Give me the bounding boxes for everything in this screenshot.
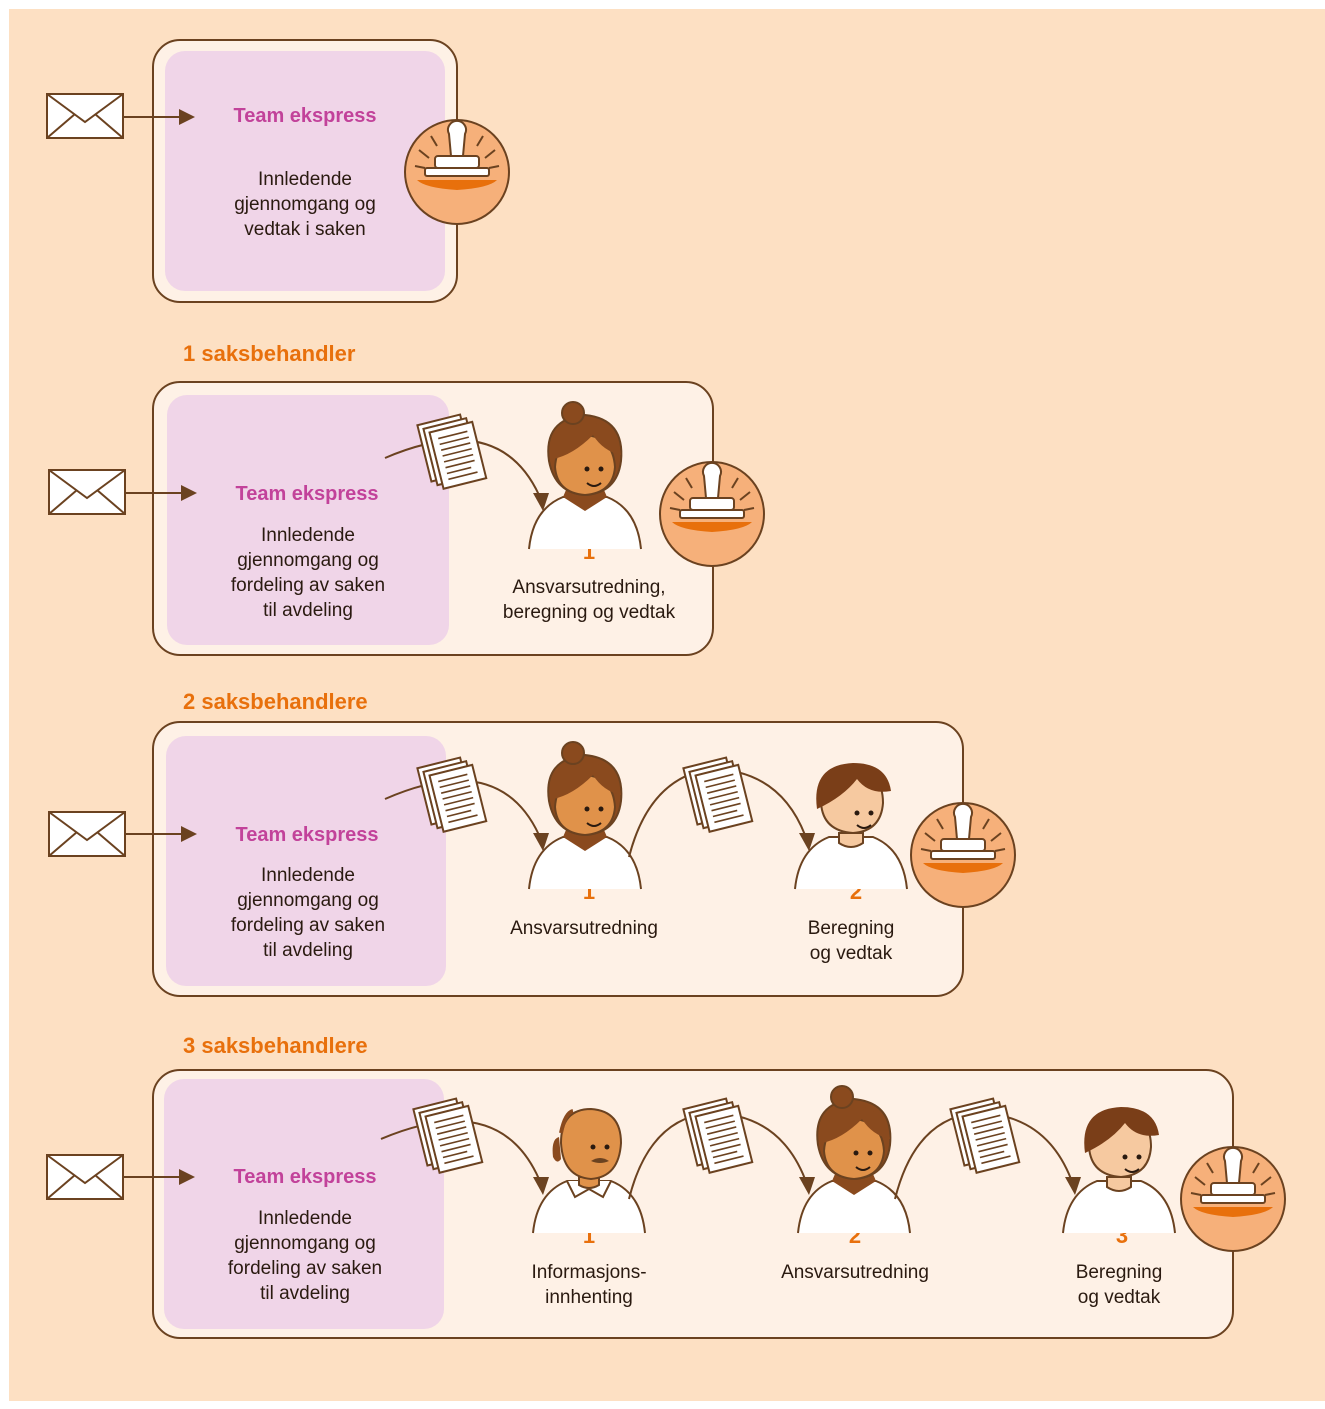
section-2-title: 2 saksbehandlere (183, 689, 368, 714)
section-3-team-box (164, 1079, 444, 1329)
arrowhead-icon (181, 485, 197, 501)
arrowhead-icon (1065, 1177, 1081, 1195)
section-3-step-2-label: Ansvarsutredning (781, 1262, 929, 1283)
person-icon (1062, 1106, 1176, 1234)
section-1-team-title: Team ekspress (235, 483, 379, 505)
person-icon (528, 741, 642, 890)
section-0-team-desc: Innledende gjennomgang og vedtak i saken (234, 169, 376, 240)
documents-icon (682, 1095, 754, 1177)
documents-icon (416, 754, 488, 836)
envelope-icon (46, 93, 124, 139)
envelope-icon (48, 469, 126, 515)
section-1-team-box (167, 395, 449, 645)
documents-icon (416, 411, 488, 493)
section-1-step-1-label: Ansvarsutredning, beregning og vedtak (502, 577, 676, 623)
section-2-team-box (166, 736, 446, 986)
arrowhead-icon (533, 1177, 549, 1195)
curved-arrow-icon (384, 779, 540, 836)
section-0-team-box (165, 51, 445, 291)
section-3-title: 3 saksbehandlere (183, 1033, 368, 1058)
section-3-team-title: Team ekspress (233, 1166, 377, 1188)
documents-icon (412, 1095, 484, 1177)
arrowhead-icon (179, 1169, 195, 1185)
curved-arrow-icon (380, 1120, 540, 1180)
section-2-step-1-label: Ansvarsutredning (510, 918, 658, 939)
section-3-step-1-label: Informasjons- innhenting (531, 1262, 647, 1308)
section-1-team-desc: Innledende gjennomgang og fordeling av s… (230, 525, 386, 621)
person-icon (797, 1085, 911, 1234)
stamp-icon (1180, 1146, 1286, 1252)
section-2-step-2-label: Beregning og vedtak (807, 918, 895, 964)
person-icon (794, 762, 908, 890)
stamp-icon (404, 119, 510, 225)
section-1-title: 1 saksbehandler (183, 341, 356, 366)
section-0-team-title: Team ekspress (233, 105, 377, 127)
person-icon (528, 401, 642, 550)
arrowhead-icon (533, 833, 549, 851)
arrowhead-icon (179, 109, 195, 125)
arrowhead-icon (533, 493, 549, 511)
envelope-icon (48, 811, 126, 857)
section-2-team-title: Team ekspress (235, 824, 379, 846)
section-3-step-3-label: Beregning og vedtak (1075, 1262, 1163, 1308)
documents-icon (682, 754, 754, 836)
curved-arrow-icon (384, 439, 540, 496)
arrowhead-icon (799, 1177, 815, 1195)
documents-icon (949, 1095, 1021, 1177)
diagram-graphics (46, 93, 1286, 1252)
stamp-icon (659, 461, 765, 567)
envelope-icon (46, 1154, 124, 1200)
arrowhead-icon (181, 826, 197, 842)
section-2-team-desc: Innledende gjennomgang og fordeling av s… (230, 865, 386, 961)
stamp-icon (910, 802, 1016, 908)
section-3-team-desc: Innledende gjennomgang og fordeling av s… (227, 1208, 383, 1304)
person-icon (531, 1107, 647, 1235)
diagram-canvas: Team ekspress Innledende gjennomgang og … (9, 9, 1325, 1401)
arrowhead-icon (799, 833, 815, 851)
